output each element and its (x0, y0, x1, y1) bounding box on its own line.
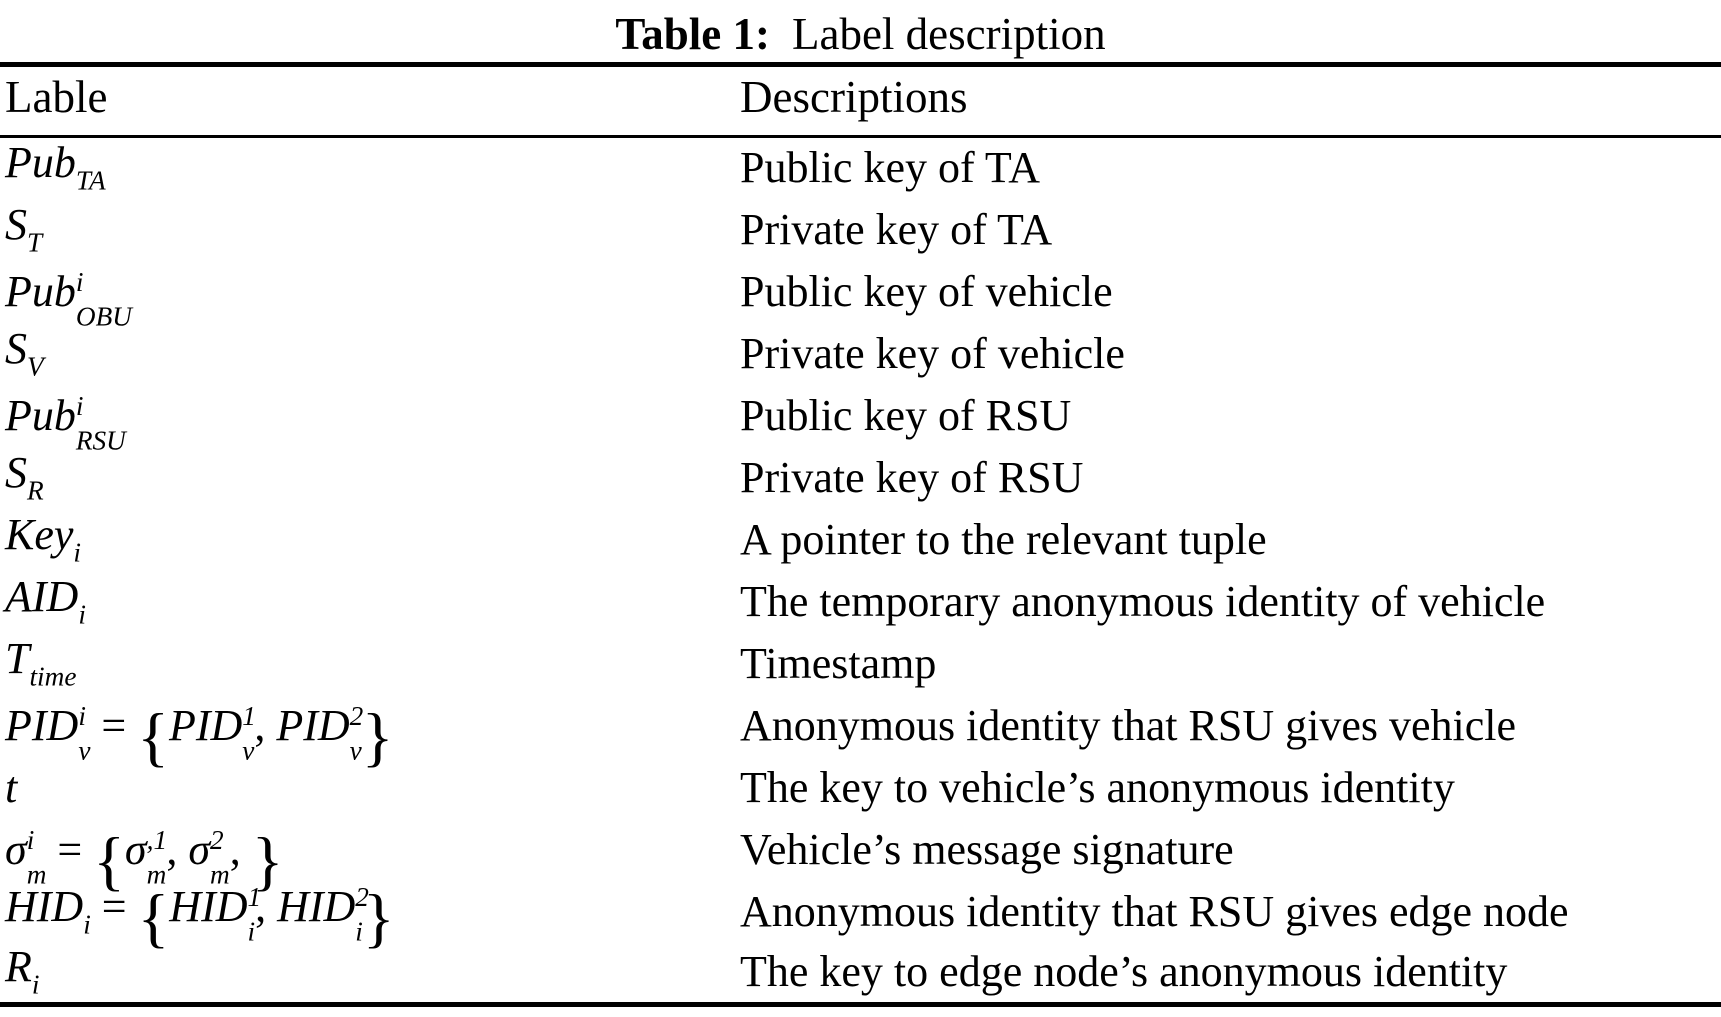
table-caption-text: Label description (791, 9, 1106, 59)
table-row: t The key to vehicle’s anonymous identit… (0, 757, 1721, 819)
table-body: PubTA Public key of TA ST Private key of… (0, 137, 1721, 1005)
description-cell: Public key of vehicle (740, 266, 1113, 316)
description-cell: A pointer to the relevant tuple (740, 514, 1267, 564)
label-cell: SV (0, 323, 740, 385)
math-label: SR (5, 447, 44, 505)
description-cell: Public key of TA (740, 143, 1040, 193)
description-cell: Anonymous identity that RSU gives vehicl… (740, 700, 1517, 750)
math-label: PubTA (5, 138, 106, 196)
label-cell: t (0, 757, 740, 819)
table-caption: Table 1: Label description (0, 0, 1721, 62)
description-cell: Private key of vehicle (740, 328, 1125, 378)
table-row: Ri The key to edge node’s anonymous iden… (0, 943, 1721, 1005)
label-description-table: Lable Descriptions PubTA Public key of T… (0, 62, 1721, 1007)
label-cell: Ttime (0, 633, 740, 695)
label-cell: PubTA (0, 137, 740, 199)
math-label: AIDi (5, 571, 86, 629)
math-label: Ttime (5, 633, 77, 691)
header-row: Lable Descriptions (0, 64, 1721, 138)
math-label: ST (5, 199, 43, 257)
description-cell: The temporary anonymous identity of vehi… (740, 576, 1546, 626)
description-cell: Vehicle’s message signature (740, 824, 1234, 874)
math-label: t (5, 762, 18, 812)
description-cell: The key to edge node’s anonymous identit… (740, 947, 1508, 997)
label-cell: SR (0, 447, 740, 509)
header-descriptions: Descriptions (740, 64, 1721, 138)
math-label: Keyi (5, 509, 81, 567)
math-label: Ri (5, 942, 40, 1000)
table-row: SR Private key of RSU (0, 447, 1721, 509)
table-row: Ttime Timestamp (0, 633, 1721, 695)
label-cell: ST (0, 199, 740, 261)
table-row: PubTA Public key of TA (0, 137, 1721, 199)
description-cell: Timestamp (740, 638, 937, 688)
description-cell: Public key of RSU (740, 390, 1072, 440)
table-row: SV Private key of vehicle (0, 323, 1721, 385)
description-cell: Private key of RSU (740, 452, 1084, 502)
label-cell: Ri (0, 943, 740, 1005)
description-cell: The key to vehicle’s anonymous identity (740, 762, 1455, 812)
label-cell: Keyi (0, 509, 740, 571)
table-row: ST Private key of TA (0, 199, 1721, 261)
table-caption-number: Table 1: (615, 9, 770, 59)
description-cell: Private key of TA (740, 204, 1053, 254)
header-label: Lable (0, 64, 740, 138)
table-row: Keyi A pointer to the relevant tuple (0, 509, 1721, 571)
table-row: AIDi The temporary anonymous identity of… (0, 571, 1721, 633)
description-cell: Anonymous identity that RSU gives edge n… (740, 886, 1569, 936)
label-cell: AIDi (0, 571, 740, 633)
math-label: SV (5, 323, 44, 381)
